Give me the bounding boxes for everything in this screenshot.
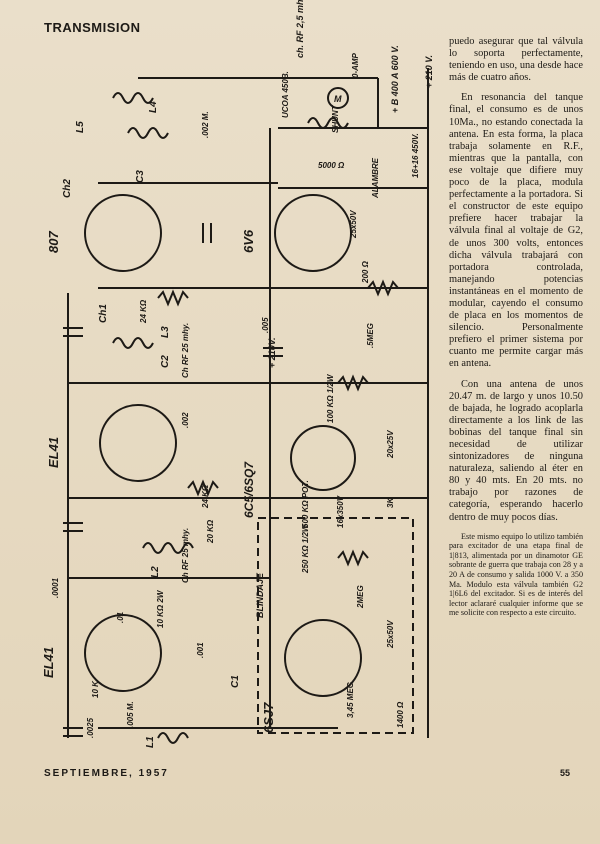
label-l4: L4 xyxy=(148,101,159,113)
tube-label-el41-upper: EL41 xyxy=(46,437,61,468)
label-ucoa: UCOA 450B. xyxy=(281,71,290,118)
label-res-24k-b: 24 KΩ xyxy=(201,484,210,509)
label-res-5000: 5000 Ω xyxy=(318,161,345,170)
label-b210-mid: + 210V. xyxy=(267,338,277,368)
label-shunt: SHUNT xyxy=(331,104,340,133)
article-note: Este mismo equipo lo utilizo también par… xyxy=(449,531,583,618)
tube-6v6 xyxy=(274,194,352,272)
label-res-10k: 10 KΩ 2W xyxy=(156,589,165,628)
article-paragraph: En resonancia del tanque final, el consu… xyxy=(449,92,583,370)
meter-icon xyxy=(327,87,349,109)
label-c2: C2 xyxy=(160,355,171,368)
label-res-1400: 1400 Ω xyxy=(396,701,405,728)
label-rfch-mid: Ch RF 25 mhy. xyxy=(181,323,190,378)
tube-label-el41-lower: EL41 xyxy=(41,647,56,678)
tube-6c5 xyxy=(290,425,356,491)
label-res-20k: 20 KΩ xyxy=(206,519,215,544)
label-c-16x350: 16x350V xyxy=(336,495,345,528)
label-alambre: ALAMBRE xyxy=(371,157,380,199)
label-b400: + B 400 A 600 V. xyxy=(390,45,400,113)
tube-label-807: 807 xyxy=(46,231,61,253)
label-c-25x50: 25x50V xyxy=(349,210,358,239)
tube-el41-lower xyxy=(84,614,162,692)
label-rfch-top: ch. RF 2,5 mhy. xyxy=(295,0,305,58)
label-c-0025: .0025 xyxy=(86,717,95,738)
circuit-schematic: 807 6V6 EL41 6C5/6SQ7 EL41 6SJ7 L5 L4 C3… xyxy=(41,0,434,748)
label-res-250k: 250 KΩ 1/2W xyxy=(301,523,310,574)
tube-label-6c5: 6C5/6SQ7 xyxy=(242,461,256,518)
label-res-10k-b: 10 K xyxy=(91,680,100,698)
tube-label-6v6: 6V6 xyxy=(241,229,256,253)
label-res-100k: 100 KΩ 1/2W xyxy=(326,373,335,423)
label-meter: 0-AMP xyxy=(351,52,360,78)
label-res-5meg: .5MEG xyxy=(366,323,375,348)
label-c-25x50b: 25x50V xyxy=(386,620,395,649)
label-res-500k: 500 KΩ POT. xyxy=(301,480,310,528)
section-title: TRANSMISION xyxy=(44,20,141,35)
label-res-3k: 3K xyxy=(386,497,395,508)
label-c3: C3 xyxy=(135,170,146,183)
label-c1: C1 xyxy=(230,675,241,688)
footer-date: SEPTIEMBRE, 1957 xyxy=(44,768,169,779)
label-c-005: .005 xyxy=(261,317,270,333)
label-res-2meg: 2MEG xyxy=(356,585,365,609)
tube-label-6sj7: 6SJ7 xyxy=(261,702,276,733)
label-res-24k-a: 24 KΩ xyxy=(139,299,148,324)
tube-6sj7 xyxy=(284,619,362,697)
label-c-001: .001 xyxy=(196,642,205,658)
article-paragraph: puedo asegurar que tal válvula lo soport… xyxy=(449,36,583,84)
label-b210-top: + 210 V. xyxy=(424,55,434,88)
label-c-01: .01 xyxy=(116,611,125,623)
label-blindaje: BLINDAJE xyxy=(255,572,265,618)
label-rfch-low: Ch RF 25 mhy. xyxy=(181,528,190,583)
label-meter-m: M xyxy=(334,94,342,104)
article-text-column: puedo asegurar que tal válvula lo soport… xyxy=(449,36,583,626)
label-ch1: Ch1 xyxy=(98,304,109,323)
tube-el41-upper xyxy=(99,404,177,482)
article-paragraph: Con una antena de unos 20.47 m. de largo… xyxy=(449,378,583,523)
label-l5: L5 xyxy=(75,121,86,133)
label-c-005b: .005 M. xyxy=(126,701,135,728)
shield-box xyxy=(257,517,414,734)
page-number: 55 xyxy=(560,768,571,778)
label-c-0001: .0001 xyxy=(51,577,60,598)
label-ch2: Ch2 xyxy=(62,179,73,198)
label-c-002b: .002 xyxy=(181,412,190,428)
label-c-20x25: 20x25V xyxy=(386,430,395,459)
label-elec-top: 16+16 450V. xyxy=(411,133,420,178)
label-l1: L1 xyxy=(145,736,156,748)
label-l2: L2 xyxy=(150,566,161,578)
label-res-3-45meg: 3,45 MEG xyxy=(346,682,355,718)
label-res-200: 200 Ω xyxy=(361,260,370,284)
label-l3: L3 xyxy=(160,326,171,338)
tube-807 xyxy=(84,194,162,272)
label-c-002: .002 M. xyxy=(201,111,210,138)
